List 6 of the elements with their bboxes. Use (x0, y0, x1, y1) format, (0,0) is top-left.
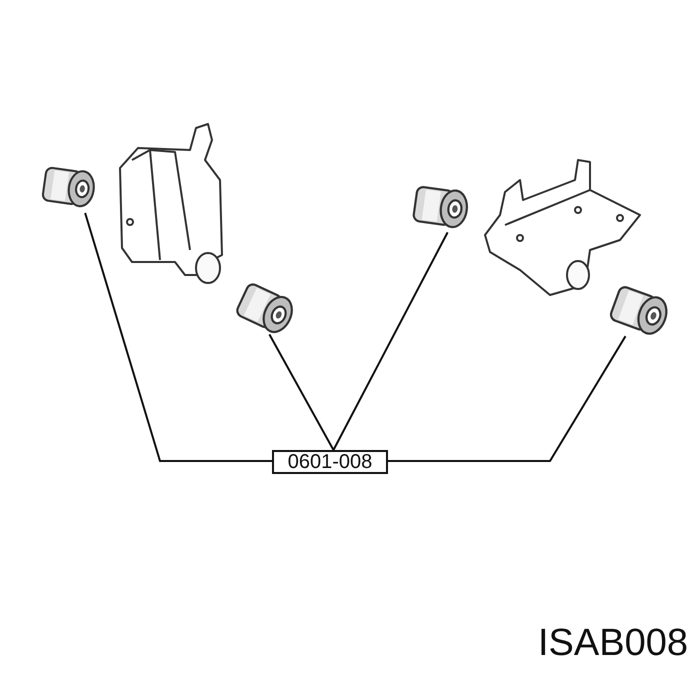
leader-line (84, 212, 272, 462)
part-code: ISAB008 (538, 622, 688, 665)
leader-line (388, 336, 626, 462)
part-number-box: 0601-008 (272, 450, 388, 474)
leader-line (268, 334, 334, 450)
leader-line (332, 232, 448, 450)
